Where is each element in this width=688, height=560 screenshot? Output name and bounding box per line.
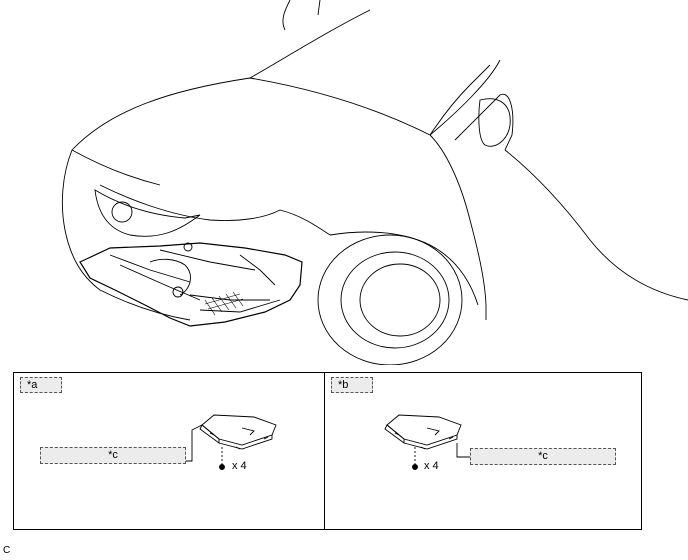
leader-line [456,443,470,458]
tire-outer [317,234,463,365]
engine-under-cover [79,242,303,327]
bolt-icon [219,464,225,470]
under-cover-grid [204,291,244,316]
under-cover-ribs [109,249,281,313]
front-bumper [61,149,331,321]
vehicle-front-illustration [61,0,688,365]
windshield-edge [429,59,514,151]
grille-outline [94,189,201,237]
emblem [111,201,133,223]
bolt-quantity: x 4 [424,460,439,472]
under-cover-part-b [384,414,470,470]
side-mirror [478,98,511,147]
detail-panel-a: *a *c x 4 [13,372,325,530]
leader-line [186,424,203,462]
panel-tag-a: *a [20,377,62,393]
fender-line [329,134,487,320]
body-side [504,149,688,301]
hood-outline [71,0,491,186]
detail-panel-b: *b *c x 4 [324,372,642,530]
panel-tag-b: *b [331,377,373,393]
bolt-icon [412,464,418,470]
under-cover-part-a [186,414,277,470]
cover-fastener [183,242,193,252]
cover-fastener [172,286,184,298]
tire-inner [340,251,450,349]
callout-c: *c [470,448,616,465]
bolt-quantity: x 4 [232,460,247,472]
wheel-rim [359,263,441,337]
figure-code: C [3,545,11,556]
callout-c: *c [40,447,186,464]
